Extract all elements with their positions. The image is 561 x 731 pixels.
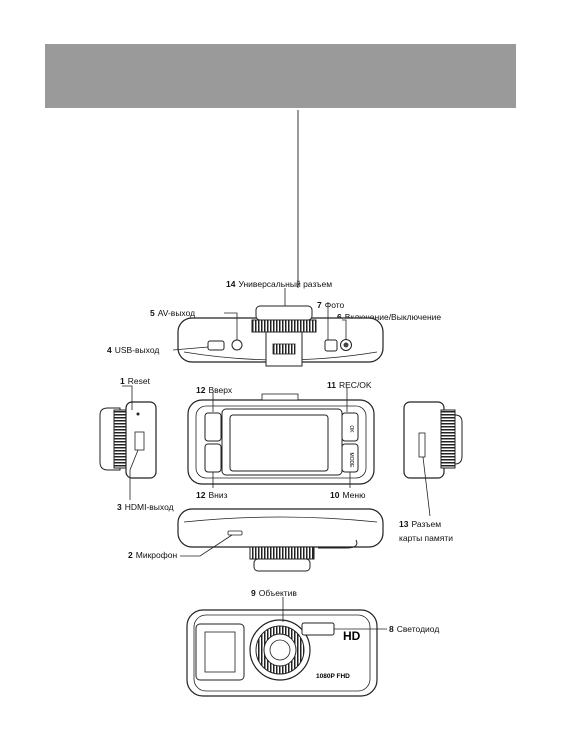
label-card-slot-line2: карты памяти (399, 533, 453, 543)
front-view: HD 1080P FHD (186, 609, 378, 697)
mount-knurl (251, 319, 317, 333)
lcd-screen (229, 414, 329, 472)
fhd-badge: 1080P FHD (316, 673, 350, 680)
hdmi-port (134, 431, 145, 451)
microphone (227, 530, 243, 536)
usb-port (207, 340, 225, 351)
header-bar (45, 44, 516, 108)
bottom-view (177, 508, 384, 572)
led-light (301, 622, 335, 636)
right-side-view (403, 401, 463, 479)
av-port (231, 339, 243, 351)
up-button (204, 412, 222, 442)
ok-button (341, 412, 359, 442)
reset-hole (136, 412, 140, 416)
top-view (177, 305, 384, 367)
hd-badge: HD (343, 629, 361, 643)
ok-button-text: OK (348, 425, 354, 433)
mode-button-text: MODE (348, 453, 354, 469)
photo-button (324, 339, 338, 352)
left-side-view (99, 401, 157, 479)
back-view: OK MODE (187, 393, 375, 485)
down-button (204, 443, 222, 473)
card-slot (418, 432, 426, 458)
